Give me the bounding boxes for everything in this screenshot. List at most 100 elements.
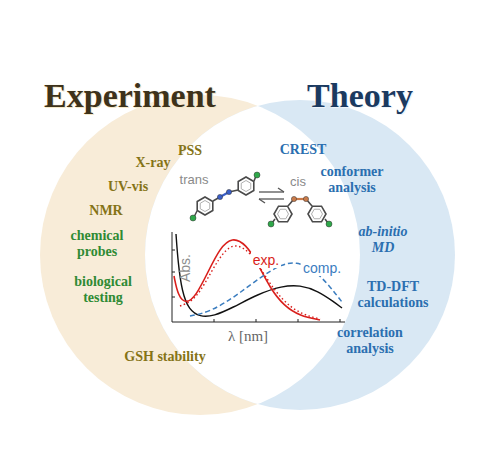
rack-row: [130, 72, 500, 73]
figure-label: comp.: [301, 260, 343, 276]
chlorine-atom: [268, 221, 274, 227]
axis-tick: [172, 250, 175, 251]
benzene-ring: [308, 206, 326, 222]
molecule-drawing: [190, 172, 332, 227]
circle-item-text: biological testing: [63, 274, 143, 306]
rack-row: [130, 423, 500, 424]
benzene-ring: [238, 177, 254, 195]
experimental-pss-curve: [180, 246, 320, 319]
rack-column: [146, 72, 149, 442]
bond: [259, 198, 284, 199]
nitrogen-atom: [303, 196, 308, 201]
circle-item-text: X-ray: [136, 155, 171, 171]
outer-ring: [130, 72, 500, 442]
figure-label: λ [nm]: [228, 328, 268, 345]
nitrogen-atom: [226, 189, 231, 194]
rack-row: [130, 126, 500, 127]
figure-label: trans: [180, 173, 209, 188]
bond: [259, 191, 284, 192]
rack-column: [418, 72, 421, 442]
axis-tick: [340, 319, 341, 322]
spectrum-plot: [172, 232, 345, 322]
rack-column: [482, 72, 485, 442]
chlorine-atom: [326, 221, 332, 227]
rack-column: [466, 72, 469, 442]
outer-ring: [0, 72, 370, 442]
rack-row: [130, 342, 500, 343]
rack-row: [130, 297, 500, 298]
rack-row: [130, 351, 500, 352]
rack-column: [370, 72, 373, 442]
rack-row: [130, 189, 500, 190]
rack-row: [130, 324, 500, 325]
nitrogen-atom: [217, 194, 222, 199]
axis-tick: [256, 319, 257, 322]
figure-label: exp.: [251, 252, 281, 268]
axis-tick: [298, 319, 299, 322]
plot-axes: [172, 232, 345, 322]
rack-row: [130, 387, 500, 388]
rack-row: [130, 198, 500, 199]
benzene-ring-inner: [241, 181, 251, 192]
rack-column: [386, 72, 389, 442]
rack-column: [338, 72, 341, 442]
rack-row: [130, 369, 500, 370]
circle-item-text: NMR: [89, 203, 122, 219]
circle-item-text: UV-vis: [108, 179, 148, 195]
circle-item-text: PSS: [178, 143, 202, 159]
rack-column: [306, 72, 309, 442]
rack-row: [130, 360, 500, 361]
rack-column: [162, 72, 165, 442]
rack-column: [290, 72, 293, 442]
rack-column: [498, 72, 500, 442]
rack-row: [130, 432, 500, 433]
circle-heading: Theory: [307, 76, 413, 115]
circle-item-text: GSH stability: [124, 349, 205, 365]
rack-column: [322, 72, 325, 442]
rack-column: [130, 72, 133, 442]
rack-row: [130, 135, 500, 136]
rack-row: [130, 225, 500, 226]
rack-row: [130, 405, 500, 406]
experimental-curve: [174, 240, 320, 320]
rack-row: [130, 288, 500, 289]
rack-row: [130, 396, 500, 397]
rack-row: [130, 414, 500, 415]
rack-column: [242, 72, 245, 442]
circle-item-text: TD-DFT calculations: [349, 279, 437, 311]
rack-row: [130, 378, 500, 379]
rack-column: [434, 72, 437, 442]
rack-row: [130, 333, 500, 334]
rack-row: [130, 441, 500, 442]
circle-heading: Experiment: [44, 76, 216, 115]
bond: [259, 199, 265, 203]
rack-column: [210, 72, 213, 442]
rack-row: [130, 216, 500, 217]
rack-row: [130, 117, 500, 118]
rack-column: [354, 72, 357, 442]
chlorine-atom: [190, 215, 196, 221]
axis-tick: [172, 272, 175, 273]
rack-row: [130, 306, 500, 307]
benzene-ring-inner: [312, 209, 323, 219]
bond: [278, 188, 284, 192]
benzene-ring-inner: [278, 209, 289, 219]
rack-row: [130, 243, 500, 244]
rack-column: [402, 72, 405, 442]
circle-item-text: ab-initio MD: [347, 224, 419, 256]
nitrogen-atom: [291, 196, 296, 201]
server-rack-texture: [130, 72, 500, 442]
chlorine-atom: [254, 172, 260, 178]
circle-item-text: CREST: [280, 142, 327, 158]
rack-row: [130, 207, 500, 208]
rack-row: [130, 234, 500, 235]
figure-label: cis: [290, 175, 306, 190]
benzene-ring-inner: [200, 201, 210, 212]
rack-row: [130, 162, 500, 163]
figure-label: Abs.: [177, 254, 193, 282]
benzene-ring: [197, 197, 213, 215]
rack-column: [450, 72, 453, 442]
circle-item-text: chemical probes: [61, 228, 133, 260]
